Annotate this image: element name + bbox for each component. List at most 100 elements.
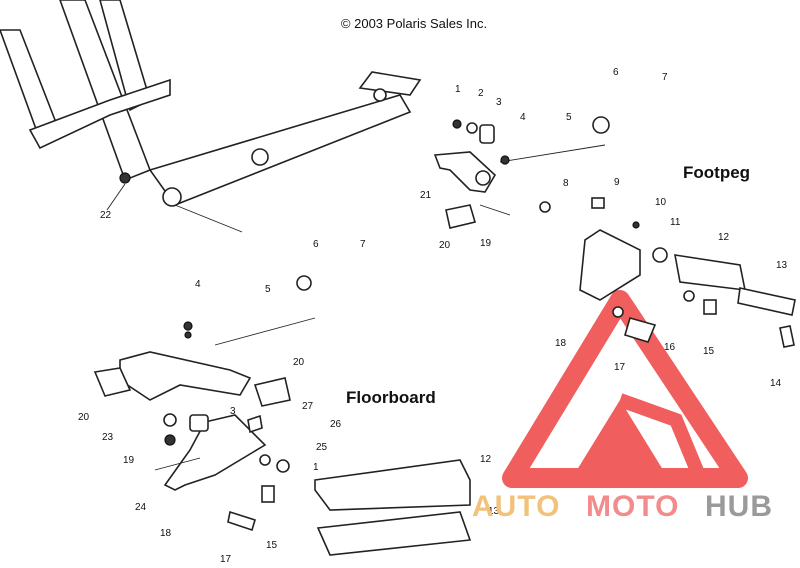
frame-bottom-rail [148,94,412,206]
frame-pivot [162,187,182,207]
frame-assembly: 22 [0,0,422,233]
floorboard-plate-13 [316,511,472,556]
floorboard-callout-3: 3 [230,406,236,417]
footpeg-callout-3: 3 [496,97,502,108]
footpeg-callout-6: 6 [613,67,619,78]
floorboard-washer [163,413,177,427]
footpeg-callout-2: 2 [478,88,484,99]
floorboard-callout-1: 1 [313,462,319,473]
footpeg-callout-20: 20 [439,240,451,251]
watermark-auto: AUTO [472,490,560,523]
floorboard-callout-7: 7 [360,239,366,250]
watermark-triangle-stroke [617,393,707,481]
watermark-moto: MOTO [586,490,679,523]
footpeg-pivot [475,170,491,186]
floorboard-pin-24 [154,457,201,471]
frame-crossmember [28,78,171,150]
floorboard-washer-25 [259,454,271,466]
frame-mount [251,148,269,166]
footpeg-callout-8: 8 [563,178,569,189]
frame-leader-line [174,204,243,233]
frame-nut [119,172,131,184]
watermark-triangle-inner [572,400,668,478]
floorboard-bracket-18 [163,414,267,491]
watermark-hub: HUB [705,490,773,523]
footpeg-nut-10 [632,221,640,229]
footpeg-callout-7: 7 [662,72,668,83]
footpeg-assembly: Footpeg 1 2 3 4 5 6 7 8 9 10 11 12 1 [420,67,796,389]
footpeg-callout-21: 21 [420,190,432,201]
footpeg-bushing-3 [479,124,495,144]
footpeg-callout-11: 11 [670,217,681,228]
footpeg-pin-9 [591,197,605,209]
floorboard-shift-arm-6 [296,275,312,291]
floorboard-title: Floorboard [346,388,436,407]
frame-callout-leader [106,183,126,211]
footpeg-callout-19: 19 [480,238,492,249]
floorboard-washer-1 [276,459,290,473]
floorboard-callout-19: 19 [123,455,135,466]
footpeg-callout-12: 12 [718,232,730,243]
frame-bolt [373,88,387,102]
floorboard-bolt-17 [227,510,256,532]
watermark-logo [502,290,748,488]
callout-22: 22 [100,210,112,221]
copyright-text: © 2003 Polaris Sales Inc. [341,16,487,31]
floorboard-callout-13: 13 [488,506,500,517]
footpeg-callout-14: 14 [770,378,782,389]
floorboard-nut-4 [183,321,193,331]
floorboard-pad-12 [314,459,471,511]
watermark-text: AUTO MOTO HUB [472,490,773,523]
footpeg-bolt-19 [479,204,511,216]
footpeg-pin-13 [737,287,796,316]
floorboard-callout-17: 17 [220,554,232,565]
floorboard-callout-26: 26 [330,419,342,430]
floorboard-callout-5: 5 [265,284,271,295]
floorboard-bushing-3 [189,414,209,432]
footpeg-part-4 [500,155,510,165]
floorboard-callout-15: 15 [266,540,278,551]
floorboard-callout-25: 25 [316,442,328,453]
floorboard-callout-6: 6 [313,239,319,250]
footpeg-spring-17 [624,317,657,343]
floorboard-shift-rod [214,317,316,346]
floorboard-callout-23: 23 [102,432,114,443]
floorboard-nut-19 [164,434,176,446]
footpeg-washer-11 [652,247,668,263]
footpeg-callout-1: 1 [455,84,461,95]
footpeg-washer-16 [683,290,695,302]
footpeg-bolt-15 [703,299,717,315]
footpeg-callout-4: 4 [520,112,526,123]
floorboard-bolt-15 [261,485,275,503]
footpeg-callout-10: 10 [655,197,667,208]
footpeg-title: Footpeg [683,163,750,182]
footpeg-part-1 [452,119,462,129]
floorboard-spring-27 [247,414,263,434]
footpeg-callout-15: 15 [703,346,715,357]
footpeg-callout-17: 17 [614,362,626,373]
footpeg-callout-9: 9 [614,177,620,188]
footpeg-washer-18b [612,306,624,318]
footpeg-callout-5: 5 [566,112,572,123]
footpeg-shift-arm-6 [592,116,610,134]
floorboard-rubber-20a [93,367,132,397]
footpeg-part-2 [466,122,478,134]
footpeg-callout-13: 13 [776,260,788,271]
floorboard-assembly: Floorboard 4 5 6 7 20 20 23 3 27 26 25 1… [78,239,500,565]
footpeg-callout-18: 18 [555,338,567,349]
floorboard-callout-12: 12 [480,454,492,465]
floorboard-callout-4: 4 [195,279,201,290]
floorboard-callout-20a: 20 [293,357,305,368]
floorboard-linkage-23 [119,351,252,401]
footpeg-callout-16: 16 [664,342,676,353]
floorboard-stud [184,331,192,339]
floorboard-callout-27: 27 [302,401,314,412]
footpeg-clip-14 [779,325,795,348]
footpeg-mount-18 [579,229,641,301]
footpeg-rubber-20 [445,204,477,229]
footpeg-rubber-12 [674,254,747,291]
footpeg-washer-8 [539,201,551,213]
frame-bracket [358,71,422,96]
footpeg-shift-rod [499,144,606,163]
